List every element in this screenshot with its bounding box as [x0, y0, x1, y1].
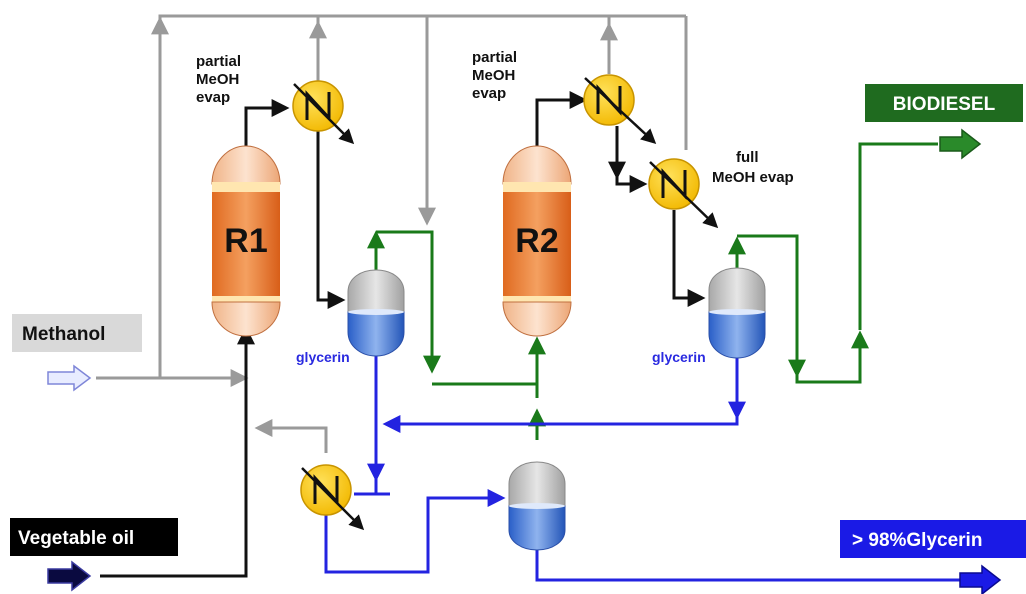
separator-3: [508, 461, 566, 551]
vegetable-oil-text: Vegetable oil: [18, 528, 134, 549]
evaporator-2-line: evap: [472, 85, 506, 102]
evaporator-1-label: partial MeOH evap: [196, 53, 241, 106]
evaporator-2-line: partial: [472, 49, 517, 66]
glycerin-phase-lines: [324, 356, 960, 582]
biodiesel-text: BIODIESEL: [893, 94, 996, 115]
evaporator-3-label: full MeOH evap: [712, 149, 794, 186]
reactor-r1-label: R1: [224, 222, 267, 260]
glycerin-product-label: > 98%Glycerin: [840, 520, 1026, 558]
methanol-recycle-lines: [96, 14, 688, 453]
reactor-r2: R2: [502, 145, 572, 337]
methanol-text: Methanol: [22, 324, 105, 345]
heat-exchanger-icon: [300, 464, 365, 531]
separator-2: [708, 267, 766, 359]
heat-exchanger-icon: [583, 74, 657, 145]
biodiesel-outlet-arrow: [939, 128, 982, 160]
biodiesel-product-label: BIODIESEL: [865, 84, 1023, 122]
reactor-r2-label: R2: [515, 222, 558, 260]
vegetable-oil-inlet-arrow: [47, 560, 92, 592]
reactor-r1: R1: [211, 145, 281, 337]
methanol-feed-label: Methanol: [12, 314, 142, 352]
separator-1: [347, 269, 405, 357]
evaporator-1-line: MeOH: [196, 71, 239, 88]
glycerin-label-1: glycerin: [296, 349, 350, 365]
evaporator-1-line: evap: [196, 89, 230, 106]
reactor-vapor-lines: [100, 91, 706, 578]
heat-exchanger-icon: [292, 80, 355, 145]
ester-phase-lines: [367, 142, 938, 440]
evaporator-2-line: MeOH: [472, 67, 515, 84]
evaporator-1-line: partial: [196, 53, 241, 70]
heat-exchanger-icon: [648, 158, 719, 229]
vegetable-oil-feed-label: Vegetable oil: [10, 518, 178, 556]
evaporator-3-line: full: [736, 149, 759, 166]
glycerin-label-2: glycerin: [652, 349, 706, 365]
glycerin-output-text: > 98%Glycerin: [852, 530, 982, 551]
evaporator-2-label: partial MeOH evap: [472, 49, 517, 102]
evaporator-3-line: MeOH evap: [712, 169, 794, 186]
glycerin-outlet-arrow: [959, 564, 1002, 594]
methanol-inlet-arrow: [47, 364, 92, 392]
